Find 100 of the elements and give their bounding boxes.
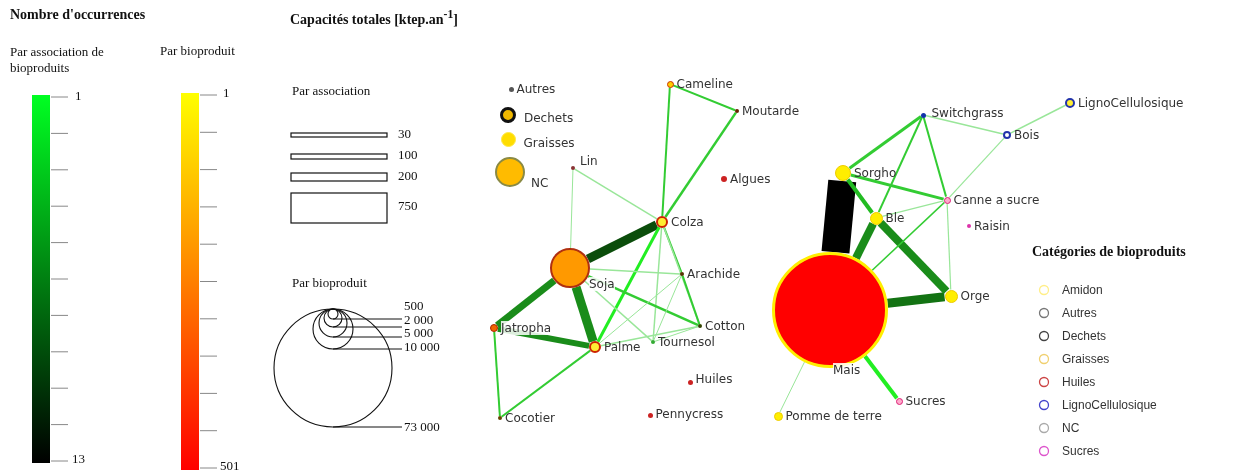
connection-line: [672, 84, 737, 112]
node-label: Moutarde: [742, 104, 800, 118]
node-circle: [500, 131, 516, 147]
legend-label: Graisses: [1062, 352, 1110, 366]
key-caption: Par association: [292, 84, 371, 98]
scale-value: 1: [223, 86, 230, 100]
node-label: Switchgrass: [931, 106, 1004, 120]
node-label: Sucres: [905, 394, 946, 408]
node-label: Pennycress: [655, 407, 724, 421]
node-circle: [735, 109, 739, 113]
node-circle: [498, 416, 502, 420]
connection-line: [596, 226, 661, 343]
connection-line: [850, 173, 944, 201]
node-label: Algues: [730, 172, 771, 186]
connection-line: [589, 268, 681, 275]
legend-label: Dechets: [1062, 329, 1107, 343]
connection-line: [948, 137, 1005, 199]
node-label: LignoCellulosique: [1078, 96, 1184, 110]
node-circle: [666, 80, 674, 88]
scale-value: 501: [220, 459, 240, 473]
section-heading: Catégories de bioproduits: [1032, 245, 1186, 259]
connection-line: [500, 349, 592, 418]
scale-value: 100: [398, 148, 418, 162]
node-circle: [680, 272, 684, 276]
node-label: Canne a sucre: [953, 193, 1040, 207]
connection-line: [821, 179, 857, 254]
node-circle: [656, 216, 668, 228]
node-label: Arachide: [687, 267, 741, 281]
node-label: Mais: [833, 363, 861, 377]
node-label: Cameline: [676, 77, 733, 91]
connection-line: [1009, 104, 1067, 134]
node-label: Sorgho: [854, 166, 897, 180]
key-caption: Par association de bioproduits: [10, 44, 105, 76]
node-circle: [698, 324, 702, 328]
connection-line: [654, 326, 699, 342]
scale-value: 2 000: [404, 313, 434, 327]
connection-line: [584, 280, 653, 342]
key-caption: Par bioproduit: [292, 276, 367, 290]
node-circle: [920, 112, 926, 118]
connection-line: [570, 169, 574, 249]
node-circle: [550, 248, 590, 288]
connection-line: [585, 220, 659, 264]
connection-line: [863, 355, 899, 400]
node-label: Lin: [580, 154, 598, 168]
node-circle: [967, 224, 971, 228]
connection-line: [493, 331, 501, 417]
node-circle: [1065, 98, 1075, 108]
node-circle: [508, 86, 514, 92]
connection-line: [922, 116, 948, 198]
connection-line: [852, 222, 877, 260]
node-label: Cotton: [705, 319, 746, 333]
section-heading: Capacités totales [ktep.an$^{-1}$]: [290, 8, 458, 27]
legend-label: Huiles: [1062, 375, 1096, 389]
connection-line: [652, 227, 663, 341]
connection-line: [887, 292, 946, 308]
connection-line: [779, 361, 805, 413]
section-heading: Nombre d'occurrences: [10, 8, 146, 22]
node-circle: [1003, 131, 1011, 139]
legend-label: Amidon: [1062, 283, 1103, 297]
connection-line: [571, 285, 598, 343]
connection-line: [664, 111, 737, 218]
node-circle: [647, 412, 653, 418]
connection-line: [573, 168, 658, 220]
node-circle: [721, 176, 727, 182]
node-circle: [773, 411, 783, 421]
node-circle: [490, 324, 498, 332]
scale-value: 5 000: [404, 326, 434, 340]
scale-value: 10 000: [404, 340, 440, 354]
connection-line: [599, 274, 681, 344]
scale-value: 30: [398, 127, 411, 141]
connection-line: [497, 325, 590, 349]
node-label: Pomme de terre: [785, 409, 882, 423]
node-label: Tournesol: [658, 335, 715, 349]
node-label: NC: [531, 176, 549, 190]
connection-line: [600, 325, 699, 347]
node-circle: [651, 340, 655, 344]
legend-label: NC: [1062, 421, 1080, 435]
connection-line: [663, 226, 683, 274]
node-label: Graisses: [523, 136, 575, 150]
legend-label: Sucres: [1062, 444, 1100, 458]
connection-line: [846, 178, 874, 214]
node-label: Soja: [589, 277, 615, 291]
scale-value: 200: [398, 169, 418, 183]
node-label: Autres: [516, 82, 556, 96]
scale-value: 73 000: [404, 420, 440, 434]
scale-value: 500: [404, 299, 424, 313]
node-circle: [495, 157, 525, 187]
connection-line: [881, 200, 945, 217]
node-circle: [895, 397, 903, 405]
node-label: Palme: [604, 340, 641, 354]
node-label: Orge: [960, 289, 990, 303]
node-circle: [943, 196, 951, 204]
key-caption: Par bioproduit: [160, 44, 235, 58]
node-label: Cocotier: [505, 411, 555, 425]
node-label: Jatropha: [501, 321, 552, 335]
connection-line: [877, 116, 923, 214]
connection-line: [494, 277, 557, 329]
node-label: Colza: [671, 215, 704, 229]
node-circle: [835, 165, 851, 181]
connection-line: [653, 275, 682, 341]
